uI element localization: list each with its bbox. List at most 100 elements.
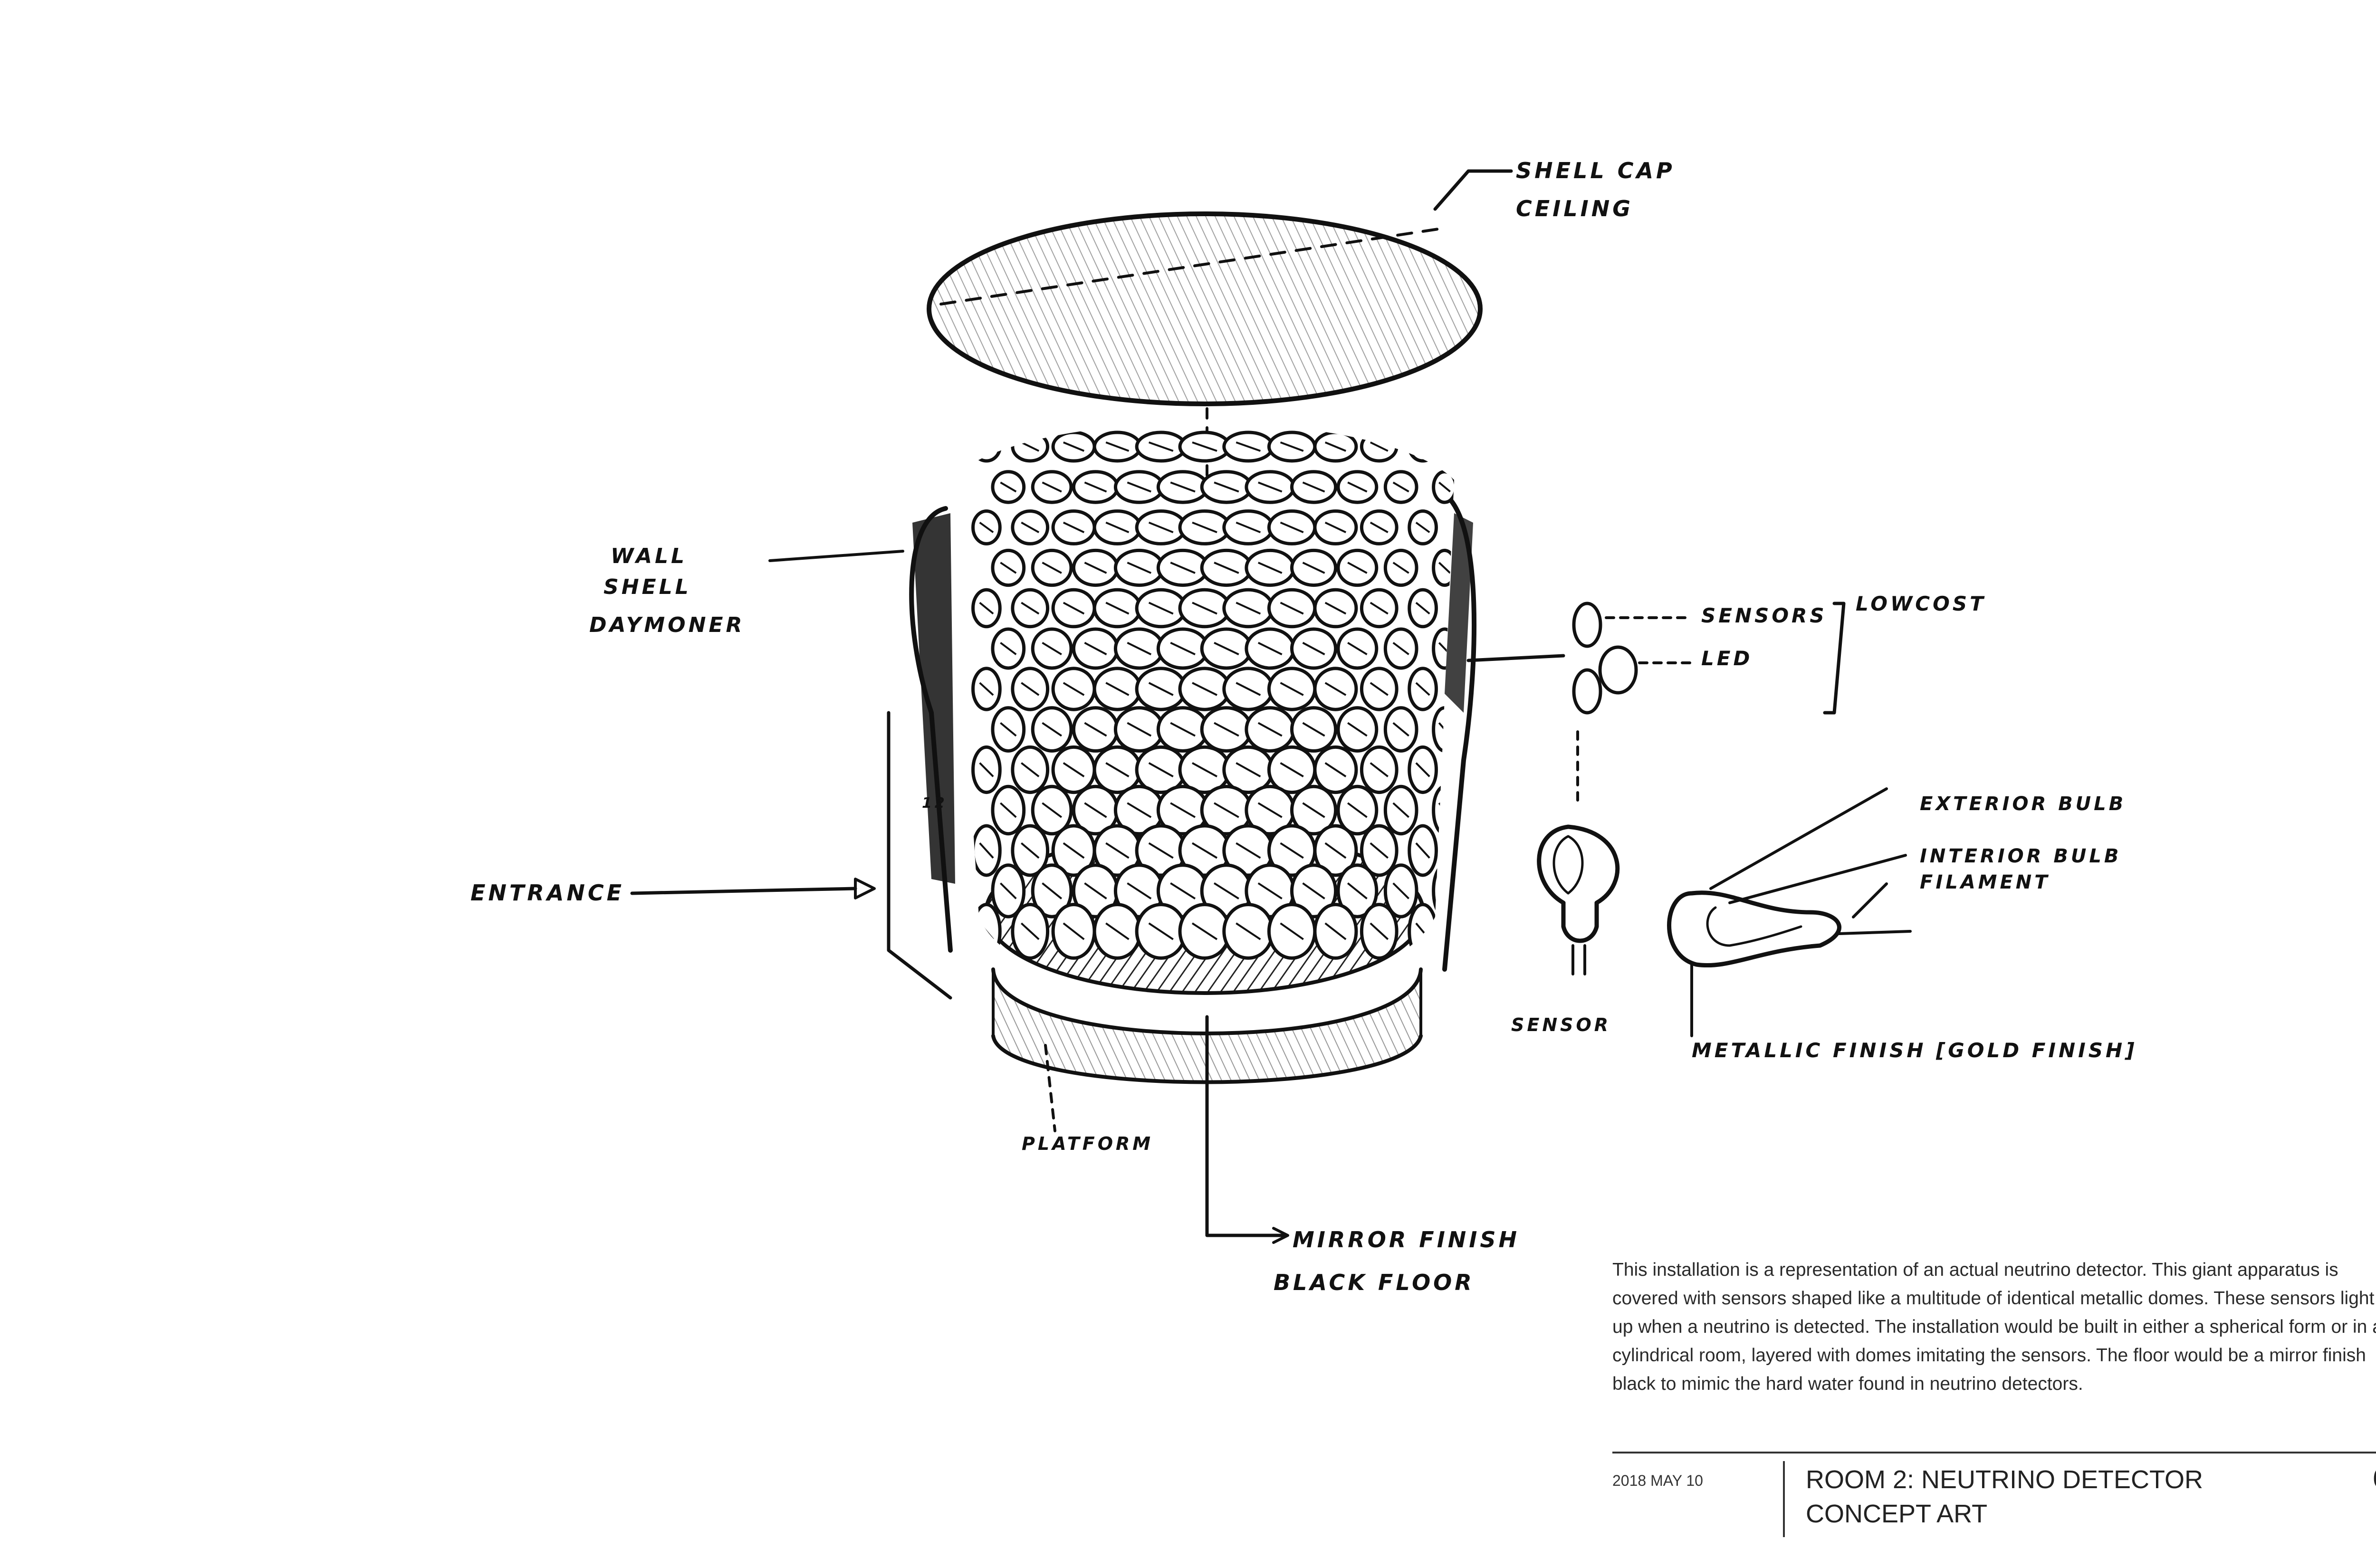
- dome-highlight: [1170, 802, 1196, 818]
- dome-highlight: [979, 682, 994, 696]
- dome-highlight: [1192, 521, 1217, 534]
- dome-highlight: [1438, 562, 1451, 574]
- dome-highlight: [1127, 641, 1152, 656]
- dome-highlight: [1105, 922, 1130, 940]
- dome-highlight: [1042, 481, 1062, 493]
- dome-highlight: [1084, 481, 1107, 493]
- label-sensor: SENSOR: [1511, 1014, 1611, 1035]
- dome-highlight: [1148, 602, 1174, 615]
- footer-date: 2018 MAY 10: [1612, 1472, 1703, 1489]
- exterior-bulb-icon: [1667, 787, 1912, 1037]
- dome-highlight: [1438, 481, 1451, 493]
- dome-highlight: [1192, 602, 1217, 615]
- dome-highlight: [1258, 481, 1283, 493]
- dome-highlight: [1370, 521, 1389, 534]
- dome-highlight: [1347, 802, 1368, 818]
- label-platform: PLATFORM: [1022, 1133, 1153, 1154]
- label-led: LED: [1701, 647, 1753, 670]
- leader-lines: [630, 711, 1289, 1244]
- label-entrance: ENTRANCE: [470, 880, 624, 906]
- dome-highlight: [1214, 722, 1239, 737]
- dome-highlight: [1084, 882, 1107, 899]
- dome-highlight: [1042, 641, 1062, 656]
- dome-highlight: [1280, 521, 1304, 534]
- label-shell-cap: SHELL CAP: [1516, 158, 1675, 183]
- dome-highlight: [1302, 641, 1325, 656]
- label-mirror-finish: MIRROR FINISH: [1293, 1227, 1520, 1252]
- dome-highlight: [979, 842, 994, 859]
- dome-highlight: [1148, 682, 1174, 696]
- dome-highlight: [1105, 441, 1130, 452]
- dome-highlight: [1084, 722, 1107, 737]
- dome-highlight: [1000, 562, 1017, 574]
- dome-highlight: [1392, 722, 1409, 737]
- dome-highlight: [1148, 441, 1174, 452]
- dome-highlight: [1214, 641, 1239, 656]
- dome-highlight: [1392, 562, 1409, 574]
- dome-highlight: [1324, 922, 1347, 940]
- dome-highlight: [1280, 762, 1304, 778]
- dome-highlight: [1302, 481, 1325, 493]
- label-dimension-12: 12: [922, 795, 948, 812]
- wall-shell: [768, 492, 1477, 972]
- dome-highlight: [1370, 441, 1389, 452]
- dome-highlight: [1192, 441, 1217, 452]
- label-ceiling: CEILING: [1516, 196, 1633, 221]
- dome-highlight: [1236, 842, 1261, 859]
- dome-highlight: [1280, 842, 1304, 859]
- dome-highlight: [1063, 682, 1085, 696]
- dome-highlight: [1127, 722, 1152, 737]
- page-number: 6: [2373, 1463, 2376, 1494]
- dome-highlight: [1000, 481, 1017, 493]
- footer-title: ROOM 2: NEUTRINO DETECTOR CONCEPT ART: [1806, 1463, 2203, 1531]
- dome-highlight: [1127, 481, 1151, 493]
- dome-highlight: [1392, 882, 1410, 899]
- dome-highlight: [1347, 562, 1368, 574]
- dome-highlight: [1347, 641, 1368, 656]
- dome-sensor: [971, 430, 1002, 463]
- dome-highlight: [1257, 802, 1283, 818]
- dome-highlight: [979, 522, 994, 533]
- dome-highlight: [979, 762, 994, 777]
- dome-highlight: [1170, 882, 1196, 899]
- dome-highlight: [1170, 722, 1196, 737]
- footer-divider: [1612, 1452, 2376, 1453]
- dome-highlight: [1324, 762, 1347, 777]
- dome-highlight: [1257, 882, 1283, 899]
- sensor-bulb-icon: [1537, 824, 1620, 975]
- dome-highlight: [1280, 682, 1304, 696]
- dome-highlight: [1257, 641, 1283, 656]
- dome-highlight: [1324, 602, 1347, 615]
- dome-highlight: [1191, 922, 1218, 940]
- dome-highlight: [1170, 641, 1196, 656]
- dome-highlight: [1324, 682, 1347, 696]
- dome-highlight: [1021, 441, 1040, 452]
- dome-highlight: [1415, 522, 1430, 533]
- dome-highlight: [1042, 802, 1063, 818]
- dome-highlight: [1148, 842, 1174, 859]
- label-black-floor: BLACK FLOOR: [1274, 1270, 1475, 1295]
- dome-highlight: [1214, 481, 1239, 493]
- dome-highlight: [1042, 882, 1063, 899]
- dome-highlight: [1438, 802, 1451, 818]
- dome-highlight: [1370, 842, 1389, 859]
- dome-highlight: [1438, 882, 1451, 899]
- dome-highlight: [1236, 441, 1261, 452]
- footer-title-line2: CONCEPT ART: [1806, 1500, 1988, 1528]
- dome-highlight: [1302, 722, 1325, 737]
- dome-highlight: [1105, 602, 1130, 615]
- label-daymoner: DAYMONER: [589, 613, 745, 637]
- label-lowcost: LOWCOST: [1856, 592, 1986, 615]
- dome-highlight: [1236, 521, 1261, 534]
- dome-highlight: [1370, 682, 1389, 696]
- dome-highlight: [1063, 842, 1085, 859]
- label-sensors: SENSORS: [1701, 604, 1827, 627]
- dome-highlight: [1192, 762, 1217, 778]
- dome-highlight: [1084, 802, 1107, 818]
- dome-highlight: [1063, 441, 1085, 452]
- dome-highlight: [1127, 562, 1152, 574]
- dome-highlight: [1392, 642, 1409, 655]
- dome-highlight: [1020, 922, 1040, 940]
- dome-highlight: [1392, 481, 1409, 493]
